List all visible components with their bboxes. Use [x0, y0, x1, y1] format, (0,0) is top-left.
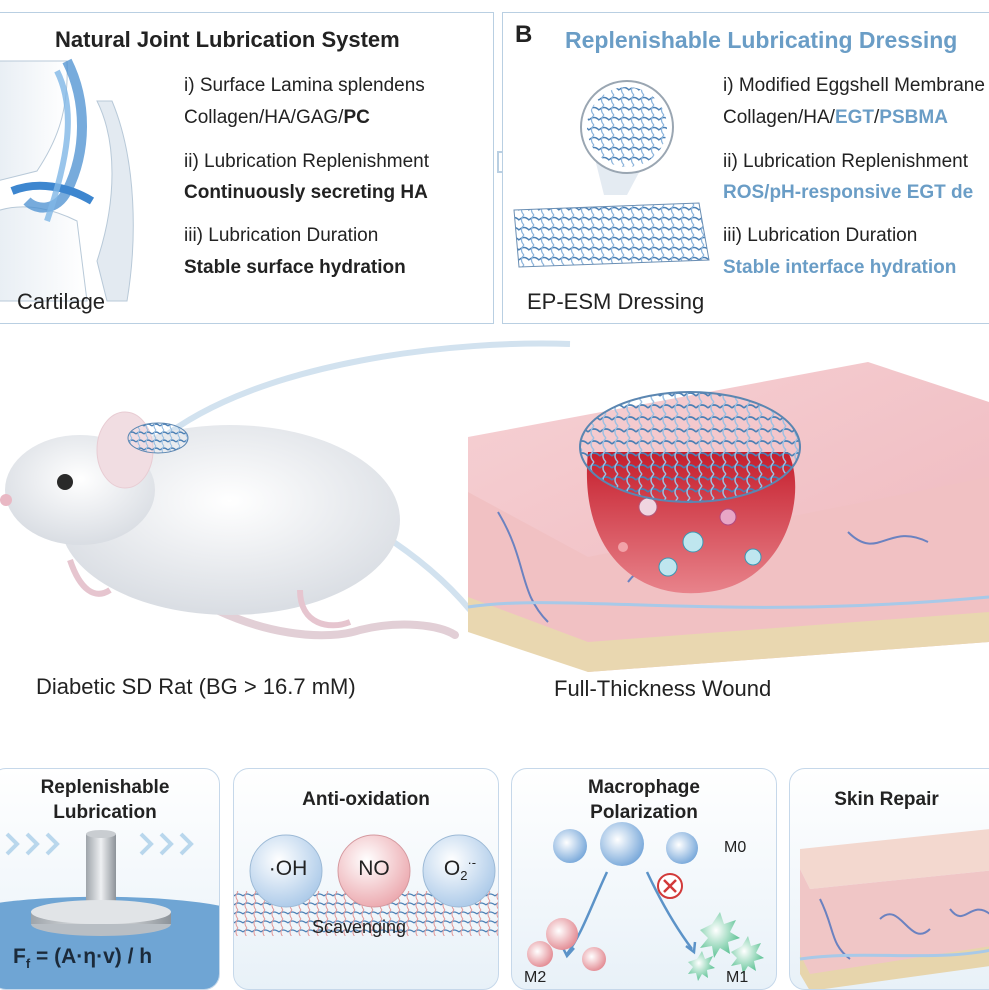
formula-main: F: [13, 945, 26, 968]
rat-label: Diabetic SD Rat (BG > 16.7 mM): [36, 674, 356, 699]
panel-b-ii-heading: ii) Lubrication Replenishment: [723, 151, 969, 172]
panel-b-psbma: PSBMA: [879, 107, 948, 128]
panel-a-i-heading: i) Surface Lamina splendens: [184, 75, 425, 96]
panel-replenishable-dressing: B Replenishable Lubricating Dressing i) …: [502, 12, 989, 324]
friction-formula: Ff = (A·η·v) / h: [13, 945, 152, 971]
panel-natural-joint: Natural Joint Lubrication System i) Surf…: [0, 12, 494, 324]
radical-3-sup: ·-: [467, 855, 477, 870]
lubrication-tester-icon: [0, 830, 219, 989]
label-m1: M1: [726, 969, 749, 986]
panel-a-i-detail-bold: PC: [343, 107, 370, 128]
label-m2: M2: [524, 969, 547, 986]
panel-a-i-detail-plain: Collagen/HA/GAG/: [184, 107, 344, 128]
panel-a-title: Natural Joint Lubrication System: [55, 27, 400, 52]
panel-b-iii-detail: Stable interface hydration: [723, 257, 957, 278]
card-replenishable-lubrication: Replenishable Lubrication Ff = (A·η·v) /…: [0, 768, 220, 990]
panel-b-i-detail: Collagen/HA/EGT/PSBMA: [723, 107, 948, 129]
label-m0: M0: [724, 839, 747, 856]
card-skin-repair: Skin Repair: [789, 768, 989, 990]
formula-rest: = (A·η·v) / h: [30, 945, 153, 968]
panel-b-i-heading: i) Modified Eggshell Membrane: [723, 75, 985, 96]
radical-superoxide: O2·-: [430, 855, 490, 883]
full-thickness-wound-illustration: [467, 362, 989, 672]
radical-spheres: [234, 834, 498, 936]
panel-b-separator: /: [874, 107, 880, 128]
card-1-title-line2: Lubrication: [53, 802, 157, 823]
card-3-title-line2: Polarization: [590, 802, 698, 823]
panel-b-iii-heading: iii) Lubrication Duration: [723, 225, 918, 246]
radical-oh: ·OH: [268, 857, 308, 880]
card-2-title: Anti-oxidation: [302, 789, 430, 810]
skin-block-illustration: [799, 829, 989, 989]
panel-b-ii-detail: ROS/pH-responsive EGT de: [723, 182, 974, 203]
radical-3-sub: 2: [460, 868, 468, 884]
scavenging-caption: Scavenging: [312, 917, 407, 937]
radical-no: NO: [358, 857, 390, 880]
panel-b-title: Replenishable Lubricating Dressing: [565, 27, 958, 53]
macrophage-cells: [527, 822, 764, 981]
ep-esm-dressing-label: EP-ESM Dressing: [527, 289, 705, 314]
card-1-title-line1: Replenishable: [40, 777, 170, 798]
wound-label: Full-Thickness Wound: [554, 676, 772, 701]
knee-joint-illustration: [0, 58, 134, 302]
panel-b-i-detail-plain: Collagen/HA/: [723, 107, 835, 128]
panel-a-iii-heading: iii) Lubrication Duration: [184, 225, 379, 246]
radical-3-main: O: [443, 857, 461, 880]
panel-a-ii-detail: Continuously secreting HA: [184, 182, 428, 203]
eggshell-membrane-illustration: [513, 80, 710, 268]
panel-a-ii-heading: ii) Lubrication Replenishment: [184, 151, 430, 172]
rat-illustration: [0, 411, 459, 640]
cartilage-label: Cartilage: [17, 289, 106, 314]
card-anti-oxidation: Anti-oxidation ·OH NO O2·- Scavenging: [233, 768, 499, 990]
card-4-title: Skin Repair: [834, 789, 939, 810]
formula-sub: f: [25, 956, 31, 972]
card-macrophage-polarization: Macrophage Polarization M0 M2 M1: [511, 768, 777, 990]
panel-b-egt: EGT: [834, 107, 875, 128]
panel-a-i-detail: Collagen/HA/GAG/PC: [184, 107, 370, 129]
panel-b-letter: B: [515, 21, 533, 48]
panel-a-iii-detail: Stable surface hydration: [184, 257, 406, 278]
card-3-title-line1: Macrophage: [588, 777, 700, 798]
